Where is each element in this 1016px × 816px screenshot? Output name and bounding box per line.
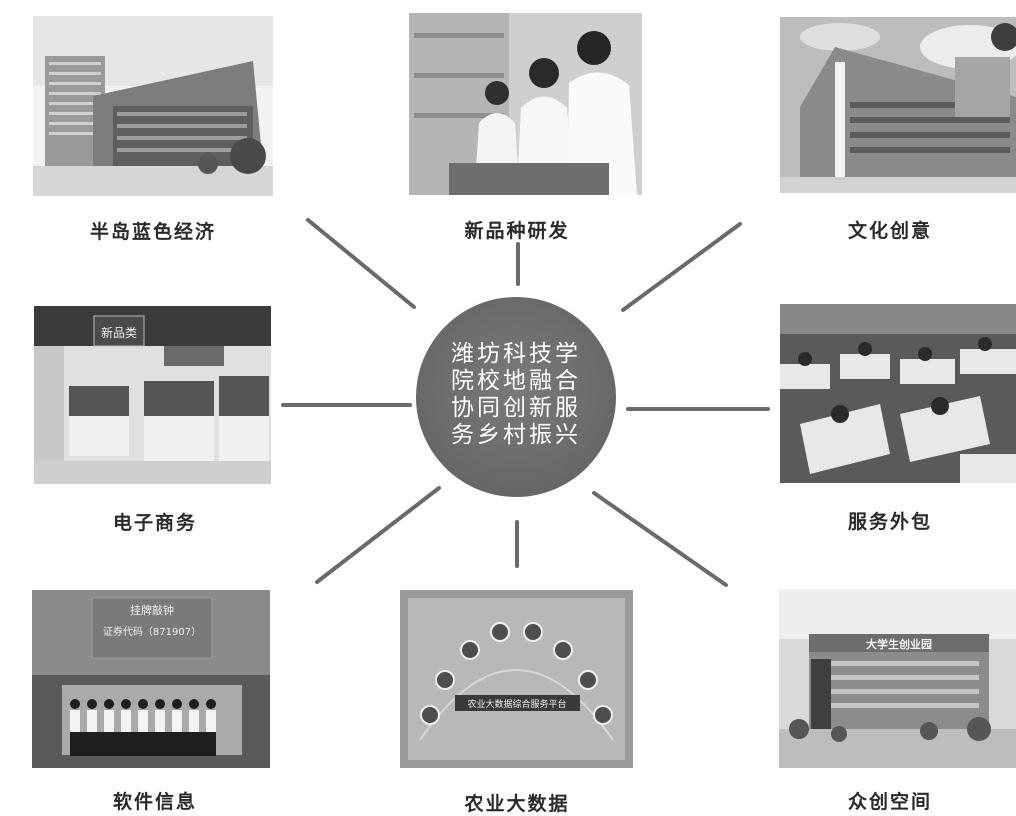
caption-n5: 服务外包 xyxy=(847,511,932,533)
center-line-2: 院校地融合 xyxy=(451,368,581,394)
modern-building-photo xyxy=(780,17,1016,193)
startup-park-building-photo: 大学生创业园 xyxy=(779,589,1016,768)
laboratory-researchers-photo xyxy=(409,13,642,195)
connector-n6 xyxy=(315,486,441,584)
ceremony-title: 挂牌敲钟 xyxy=(130,603,174,617)
caption-n3: 文化创意 xyxy=(847,220,932,242)
caption-n6: 软件信息 xyxy=(112,791,197,813)
center-hub-text: 潍坊科技学 院校地融合 协同创新服 务乡村振兴 xyxy=(416,341,616,449)
caption-n4: 电子商务 xyxy=(112,512,197,534)
call-center-cubicles-photo xyxy=(780,304,1016,483)
caption-n2: 新品种研发 xyxy=(464,220,570,242)
retail-showroom-photo: 新品类 xyxy=(34,306,271,484)
big-data-platform-screen-photo: 农业大数据综合服务平台 xyxy=(400,590,633,768)
showroom-sign: 新品类 xyxy=(101,325,137,340)
caption-n8: 众创空间 xyxy=(847,791,932,813)
connector-n8 xyxy=(592,491,728,587)
office-building-photo xyxy=(33,16,273,196)
caption-n1: 半岛蓝色经济 xyxy=(89,221,216,243)
startup-park-sign: 大学生创业园 xyxy=(866,637,932,651)
connector-n1 xyxy=(306,218,416,309)
caption-n7: 农业大数据 xyxy=(464,793,570,815)
center-line-3: 协同创新服 xyxy=(451,395,581,421)
platform-banner: 农业大数据综合服务平台 xyxy=(467,698,566,710)
ceremony-stock-code: 证券代码（871907） xyxy=(103,625,201,638)
center-line-1: 潍坊科技学 xyxy=(451,341,581,367)
center-hub: 潍坊科技学 院校地融合 协同创新服 务乡村振兴 xyxy=(416,297,616,497)
center-line-4: 务乡村振兴 xyxy=(451,422,581,448)
company-unveiling-ceremony-photo: 挂牌敲钟 证券代码（871907） xyxy=(32,590,270,768)
connector-n3 xyxy=(621,222,742,312)
